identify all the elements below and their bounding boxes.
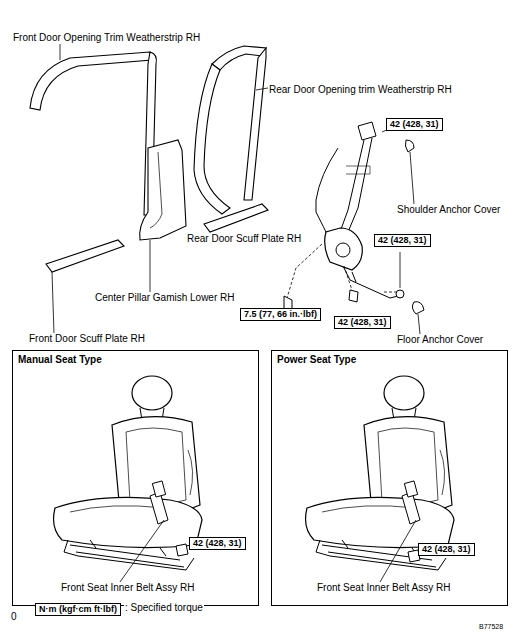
rear-door-opening-trim-weatherstrip — [194, 46, 268, 214]
part-name: Front Door Scuff Plate RH — [28, 333, 146, 345]
seat-belt-assembly-part — [316, 212, 398, 298]
panel-heading: Power Seat Type — [277, 354, 356, 365]
seat-belt-assembly-part — [410, 152, 414, 204]
torque-spec: 42 (428, 31) — [334, 316, 391, 329]
seat-belt-assembly-part — [358, 122, 376, 140]
seat-belt-assembly-part — [325, 228, 363, 270]
seat-type-panel: Power Seat Type 42 (428, 31) — [271, 350, 508, 606]
seat-belt-assembly-part — [344, 266, 352, 290]
seat-belt-assembly-part — [384, 292, 396, 293]
legend-note: : Specified torque — [124, 602, 204, 614]
part-name: Rear Door Scuff Plate RH — [186, 233, 302, 245]
torque-spec: 42 (428, 31) — [189, 537, 246, 550]
seat-belt-assembly-part — [336, 243, 350, 257]
torque-spec: 42 (428, 31) — [386, 118, 443, 131]
part-name: Shoulder Anchor Cover — [396, 204, 501, 216]
torque-value: 42 (428, 31) — [193, 538, 242, 549]
page-marker: 0 — [10, 611, 18, 623]
seat-belt-assembly-part — [405, 140, 414, 152]
manual-seat — [54, 376, 202, 582]
manual-seat-part — [120, 520, 164, 582]
front-door-opening-trim-weatherstrip-part — [30, 52, 152, 110]
panel-heading: Manual Seat Type — [18, 354, 102, 365]
seat-belt-assembly-part — [396, 290, 404, 298]
rear-door-scuff-plate — [204, 204, 268, 232]
manual-seat-part — [176, 544, 188, 556]
part-name: Rear Door Opening trim Weatherstrip RH — [268, 84, 453, 96]
torque-value: N·m (kgf·cm ft·lbf) — [39, 604, 117, 615]
seat-belt-assembly-part — [316, 148, 338, 212]
front-door-scuff-plate-part — [46, 240, 124, 272]
seat-belt-assembly-part — [349, 290, 358, 302]
seat-belt-assembly-part — [287, 244, 322, 298]
power-seat-part — [380, 520, 416, 582]
seat-belt-assembly-part — [418, 314, 420, 334]
figure-code: B77528 — [478, 621, 504, 633]
seat-belt-assembly-part — [352, 272, 356, 282]
manual-seat-part — [54, 376, 202, 570]
rear-door-scuff-plate-part — [204, 204, 268, 232]
front-door-scuff-plate-part — [52, 272, 54, 334]
power-seat-part — [306, 376, 454, 570]
seat-belt-assembly-part — [400, 252, 401, 288]
part-name: Center Pillar Gamish Lower RH — [94, 292, 236, 304]
center-pillar-garnish-lower-part — [150, 240, 151, 292]
center-pillar-garnish-lower-part — [150, 152, 162, 228]
center-pillar-garnish-lower-part — [140, 140, 186, 240]
front-door-opening-trim-weatherstrip — [30, 44, 156, 215]
rear-door-opening-trim-weatherstrip-part — [194, 64, 230, 214]
seat-belt-assembly-part — [412, 302, 424, 314]
seat-belt-assembly-part — [340, 138, 372, 232]
seat-type-panel: Manual Seat Type 42 (428, 31) — [12, 350, 259, 606]
torque-value: 42 (428, 31) — [378, 235, 427, 246]
torque-legend-box: N·m (kgf·cm ft·lbf) — [35, 603, 121, 616]
seat-belt-assembly-part — [346, 166, 370, 174]
seat-belt-assembly — [284, 122, 424, 334]
torque-value: 42 (428, 31) — [338, 317, 387, 328]
front-door-opening-trim-weatherstrip-part — [60, 44, 61, 60]
torque-value: 42 (428, 31) — [422, 544, 471, 555]
rear-door-opening-trim-weatherstrip-part — [256, 88, 268, 90]
torque-spec: 42 (428, 31) — [418, 543, 475, 556]
part-name: Front Door Opening Trim Weatherstrip RH — [12, 32, 201, 44]
torque-value: 42 (428, 31) — [390, 119, 439, 130]
part-name: Front Seat Inner Belt Assy RH — [316, 582, 451, 594]
torque-spec: 42 (428, 31) — [374, 234, 431, 247]
part-name: Floor Anchor Cover — [396, 334, 484, 346]
center-pillar-garnish-lower — [140, 140, 186, 292]
front-door-scuff-plate — [46, 240, 124, 334]
rear-door-opening-trim-weatherstrip-part — [244, 48, 266, 200]
torque-spec: 7.5 (77, 66 in.·lbf) — [240, 308, 321, 321]
torque-value: 7.5 (77, 66 in.·lbf) — [244, 309, 317, 320]
part-name: Front Seat Inner Belt Assy RH — [60, 582, 195, 594]
